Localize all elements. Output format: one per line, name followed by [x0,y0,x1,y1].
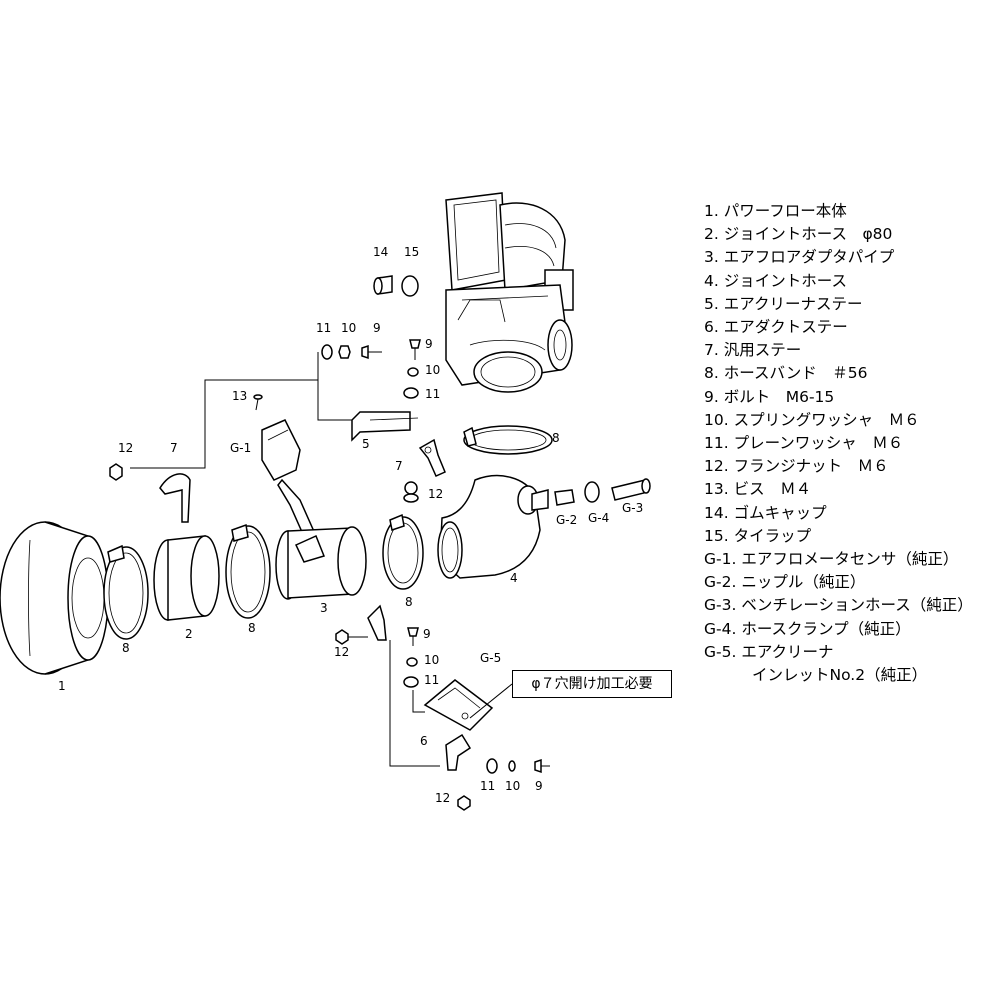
air-cleaner-inlet-g5 [423,679,494,731]
leader-stay-to-duct-stay [389,640,440,767]
parts-list-item: 5. エアクリーナステー [704,294,863,313]
hose-clamp-g4 [584,481,600,503]
label-8-center: 8 [248,621,256,635]
parts-list-item: 2. ジョイントホース φ80 [704,225,893,244]
hardware-stack-lower [403,627,419,688]
label-11-upper: 11 [425,387,440,401]
universal-stay-lower [367,604,387,641]
parts-list-item: G-1. エアフロメータセンサ（純正） [704,550,959,569]
label-12-lower-left: 12 [334,645,349,659]
parts-list-item: 12. フランジナット Ｍ６ [704,457,889,476]
label-10-top: 10 [341,321,356,335]
parts-list-item: 8. ホースバンド ＃56 [704,364,868,383]
parts-list-item: 3. エアフロアダプタパイプ [704,248,895,267]
label-5: 5 [362,437,370,451]
parts-list-item: G-3. ベンチレーションホース（純正） [704,596,973,615]
label-14: 14 [373,245,388,259]
joint-hose-4 [437,474,549,579]
label-8-right: 8 [405,595,413,609]
hose-band-8-right [382,513,424,590]
rubber-cap-14 [373,275,393,295]
power-flow-main-body-1 [0,521,109,675]
hardware-row-bottom [486,758,550,774]
label-9-upper: 9 [425,337,433,351]
parts-list-item: 13. ビス Ｍ４ [704,480,812,499]
hose-band-8-center [225,523,271,619]
label-3: 3 [320,601,328,615]
label-11-top: 11 [316,321,331,335]
throttle-body-assembly [445,192,574,393]
parts-list-item: G-5. エアクリーナ [704,642,834,661]
parts-list-item: 14. ゴムキャップ [704,503,827,522]
air-duct-stay-6 [445,733,472,771]
parts-list-item: 7. 汎用ステー [704,341,802,360]
hose-band-8-upper [463,425,553,455]
label-13: 13 [232,389,247,403]
hardware-stack-upper-right [403,339,421,503]
parts-list-item: 11. プレーンワッシャ Ｍ６ [704,434,904,453]
flange-nut-12-bottom [457,795,471,811]
parts-list-item: 15. タイラップ [704,526,812,545]
universal-stay-7-right [418,438,446,477]
tie-wrap-15 [401,275,419,297]
label-12-bottom: 12 [435,791,450,805]
leader-note [469,683,513,719]
label-12-left: 12 [118,441,133,455]
drilling-note-box: φ７穴開け加工必要 [512,670,672,698]
label-g3: G-3 [622,501,643,515]
label-9-bottom: 9 [535,779,543,793]
parts-list: 1. パワーフロー本体 2. ジョイントホース φ80 3. エアフロアダプタパ… [704,200,1000,687]
label-g4: G-4 [588,511,609,525]
flange-nut-12-lower-left [335,629,349,645]
label-9-top: 9 [373,321,381,335]
label-10-upper: 10 [425,363,440,377]
parts-list-item: 6. エアダクトステー [704,318,848,337]
airflow-adapter-pipe-3 [275,526,367,600]
parts-list-item: 4. ジョイントホース [704,271,847,290]
label-8-upper: 8 [552,431,560,445]
parts-list-item-continuation: インレットNo.2（純正） [752,666,928,685]
label-15: 15 [404,245,419,259]
screw-13 [253,394,263,411]
parts-list-item: 1. パワーフロー本体 [704,202,847,220]
label-1: 1 [58,679,66,693]
label-11-lower: 11 [424,673,439,687]
universal-stay-7-left [159,473,191,523]
label-8-left: 8 [122,641,130,655]
label-g2: G-2 [556,513,577,527]
flange-nut-12-left [109,463,123,481]
label-6: 6 [420,734,428,748]
hose-band-8-left [103,544,149,640]
label-4: 4 [510,571,518,585]
label-7-right: 7 [395,459,403,473]
label-12-upper: 12 [428,487,443,501]
air-cleaner-stay-5 [351,411,419,442]
label-g5: G-5 [480,651,501,665]
parts-list-item: 9. ボルト M6-15 [704,387,835,406]
label-11-bottom: 11 [480,779,495,793]
label-7-left: 7 [170,441,178,455]
leader-washer-to-inlet [412,690,425,713]
leader-stay-to-nut [130,352,319,469]
parts-list-item: G-2. ニップル（純正） [704,573,866,592]
parts-list-item: G-4. ホースクランプ（純正） [704,619,911,638]
joint-hose-2 [153,535,220,621]
label-2: 2 [185,627,193,641]
nipple-g2 [554,489,575,506]
parts-list-item: 10. スプリングワッシャ Ｍ６ [704,410,920,429]
ventilation-hose-g3 [611,478,651,501]
label-10-bottom: 10 [505,779,520,793]
label-10-lower: 10 [424,653,439,667]
hardware-row-top [321,344,382,360]
leader-top-to-stay5 [317,380,352,421]
label-9-lower: 9 [423,627,431,641]
label-g1: G-1 [230,441,251,455]
